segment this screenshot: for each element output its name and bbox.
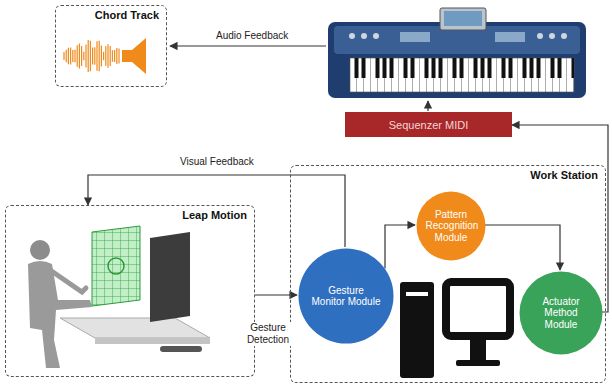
group-title: Work Station [530,169,598,181]
computer-icon [400,282,510,378]
box-label: Sequenzer MIDI [389,119,468,131]
connector [385,225,415,268]
module-label: Gesture Monitor Module [311,285,381,308]
group-box: Chord Track [55,5,167,87]
flow-label: Audio Feedback [214,30,290,42]
process-box: Sequenzer MIDI [345,112,512,137]
group-title: Chord Track [95,9,159,21]
module-circle: Actuator Method Module [519,271,603,355]
group-box: Work StationGesture Monitor Module Patter… [290,165,606,383]
module-label: Pattern Recognition Module [426,209,477,244]
connector [88,175,345,247]
module-label: Actuator Method Module [531,296,592,331]
group-box: Leap Motion [5,205,255,377]
group-title: Leap Motion [182,209,247,221]
edge-label: Visual Feedback [178,156,256,168]
keyboard [328,8,586,98]
leap-motion-scene [28,226,210,368]
edge-label: Gesture Detection [240,322,296,346]
module-circle: Pattern Recognition Module [416,191,486,261]
speaker-icon [122,38,146,74]
waveform [64,40,119,72]
connector [485,225,560,270]
module-circle: Gesture Monitor Module [298,248,394,344]
